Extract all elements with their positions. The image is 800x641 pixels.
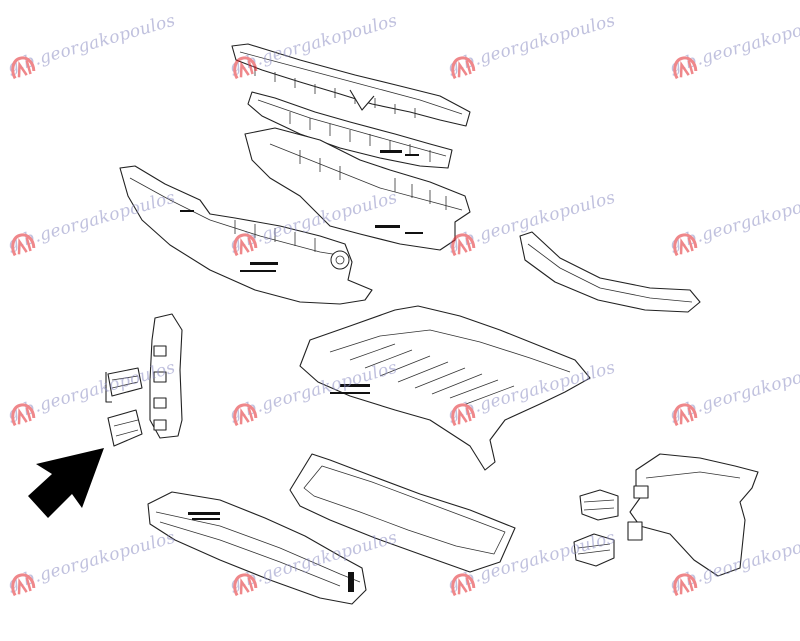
side-seal-strip [519, 231, 701, 313]
highlight-arrow-icon [28, 448, 104, 518]
lower-bumper-grille [147, 491, 367, 605]
clip-bracket-lower [107, 409, 143, 447]
clip-bracket-right-lower [573, 533, 615, 567]
energy-absorber-upper [247, 91, 453, 169]
side-air-duct-right [627, 453, 759, 577]
bumper-inner-panel [244, 127, 471, 251]
clip-bracket-right-upper [579, 489, 619, 521]
side-bracket-column [149, 313, 183, 439]
upper-reinforcement-strip [231, 43, 471, 127]
lower-tray-frame [289, 453, 516, 573]
clip-bracket-upper [105, 367, 143, 403]
rear-floor-panel [299, 305, 591, 471]
